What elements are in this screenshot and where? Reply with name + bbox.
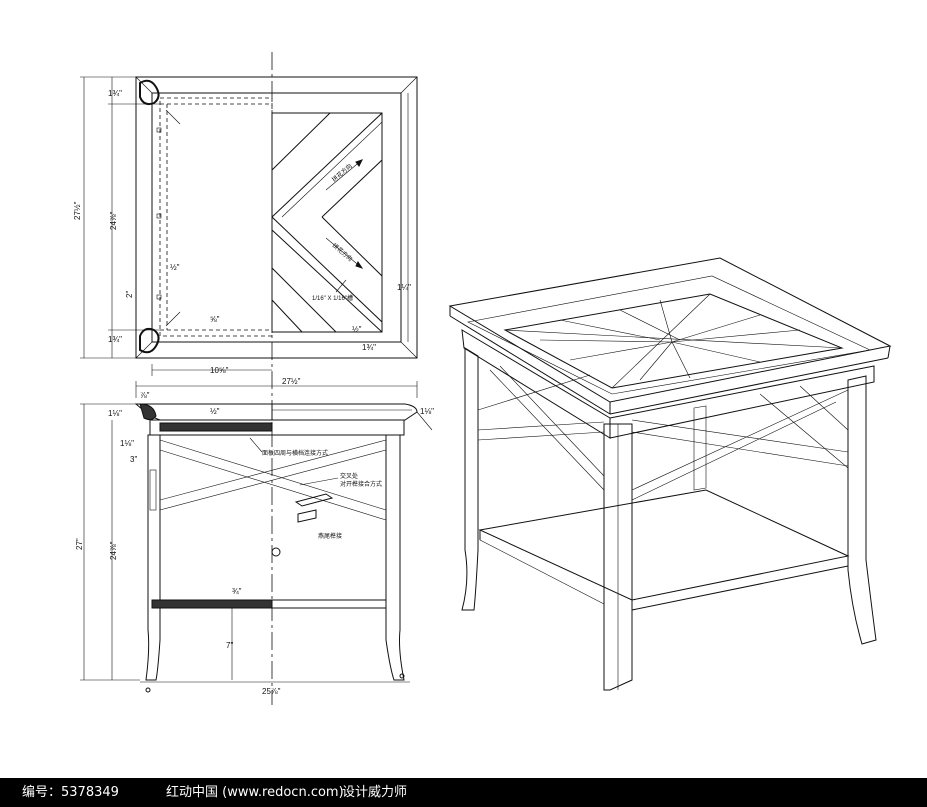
dim-top-width: 27½" xyxy=(282,377,301,386)
tabletop-profile xyxy=(271,403,418,421)
dim-spacing-e: 1¾" xyxy=(362,343,376,352)
tenon-note: 燕尾榫接 xyxy=(318,532,342,540)
dim-spacing-a: ½" xyxy=(170,263,180,272)
dim-overhang: ⅞" xyxy=(140,391,150,400)
dim-top-panel: ½" xyxy=(210,407,220,416)
dim-base-width: 25⅞" xyxy=(262,687,281,696)
furniture-technical-drawing: 拼花方向 拼花方向 1/16" X 1/16"槽 27½" 1¾" 1¾" 24… xyxy=(73,52,892,705)
joint-note: 1/16" X 1/16"槽 xyxy=(312,294,353,302)
dim-apron: 1⅛" xyxy=(120,439,134,448)
leg-back xyxy=(693,405,707,491)
veneer-note-1: 拼花方向 xyxy=(330,162,354,184)
dim-half-width: 10⅝" xyxy=(210,366,229,375)
leg-left xyxy=(461,347,479,611)
dim-shelf-thickness: ¾" xyxy=(232,587,242,596)
dim-rail-offset: 2" xyxy=(125,291,134,298)
right-leg xyxy=(385,434,405,681)
dim-spacing-d: ½" xyxy=(352,325,362,334)
apron-note: 面板四周与横档连接方式 xyxy=(262,449,328,457)
watermark-footer: 编号：5378349 红动中国 (www.redocn.com) 设计威力师 xyxy=(0,778,927,807)
dim-shelf-clearance: 7" xyxy=(226,641,233,650)
corner-leg-bottom xyxy=(139,327,160,354)
footer-code: 编号：5378349 xyxy=(22,785,119,800)
dim-inner-height: 24⅞" xyxy=(109,211,118,230)
apron xyxy=(149,419,405,436)
shelf-section-hatch xyxy=(151,599,273,609)
corner-leg-top xyxy=(139,79,160,106)
front-elevation: 27½" ⅞" 燕尾榫接 面板四周与横档连接方式 交叉处 对开榫接合方式 xyxy=(75,377,434,696)
cross-note-1: 交叉处 xyxy=(340,472,358,480)
dim-bottom-edge: 1¾" xyxy=(108,335,122,344)
footer-site: 红动中国 (www.redocn.com) xyxy=(166,785,344,800)
edge-molding xyxy=(139,403,157,421)
left-leg xyxy=(145,434,161,681)
dim-top-thickness: 1⅛" xyxy=(108,409,122,418)
leg-front xyxy=(603,423,633,691)
plan-outer-frame xyxy=(135,76,418,359)
dim-spacing-b: ⅝" xyxy=(210,315,220,324)
perspective-view xyxy=(448,257,892,691)
dim-overall-height: 27½" xyxy=(73,201,82,220)
tenon-block xyxy=(294,493,334,507)
dim-leg-height: 24⅞" xyxy=(109,541,118,560)
tabletop-inlay xyxy=(503,293,844,389)
tabletop-section xyxy=(134,403,273,421)
shelf-top xyxy=(478,489,850,601)
cross-note-2: 对开榫接合方式 xyxy=(340,480,382,488)
dim-spacing-c: 1¼" xyxy=(397,283,411,292)
apron-front-left xyxy=(461,329,611,439)
plan-inner-frame xyxy=(151,92,402,343)
apron-section-hatch xyxy=(159,422,273,432)
dim-apron-depth: 3" xyxy=(130,455,137,464)
dim-total-height: 27" xyxy=(75,538,84,550)
footer-designer: 设计威力师 xyxy=(342,785,408,800)
dim-top-edge: 1¾" xyxy=(108,89,122,98)
leg-right xyxy=(847,375,877,645)
dim-edge-right: 1⅛" xyxy=(420,407,434,416)
apron-front-right xyxy=(609,365,875,439)
shelf xyxy=(271,599,387,609)
tenon-block-2 xyxy=(297,509,317,523)
top-plan-view: 拼花方向 拼花方向 1/16" X 1/16"槽 27½" 1¾" 1¾" 24… xyxy=(73,52,418,705)
